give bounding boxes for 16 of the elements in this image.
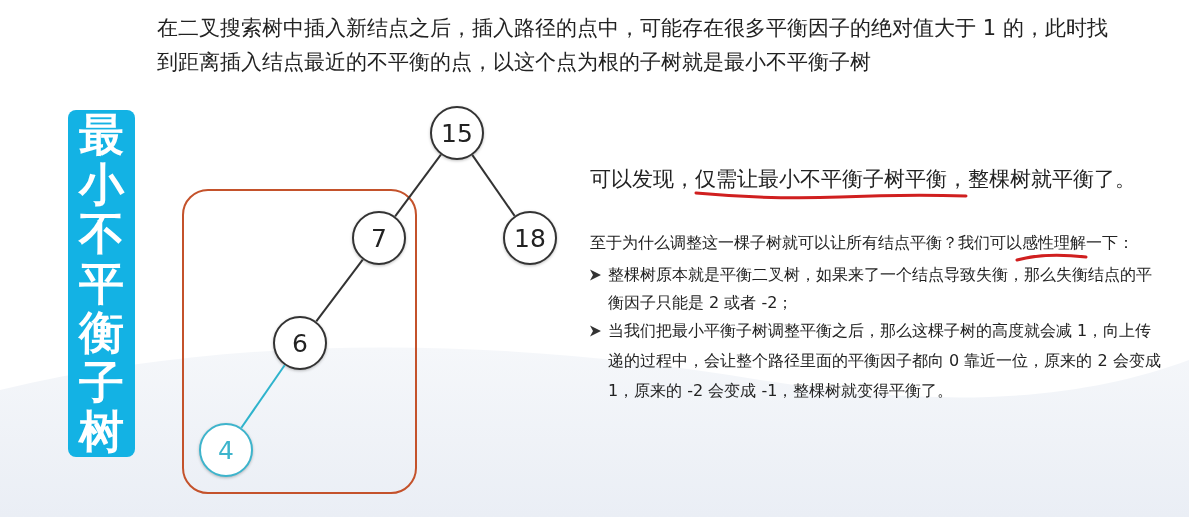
- vertical-title: 最小不平衡子树: [79, 110, 124, 457]
- tree-node: 7: [352, 211, 406, 265]
- intro-paragraph: 在二叉搜索树中插入新结点之后，插入路径的点中，可能存在很多平衡因子的绝对值大于 1 的，此时找到距离插入结点最近的不平衡的点，以这个点为根的子树就是最小不平衡子树: [157, 15, 1109, 76]
- key-finding-text: 可以发现，仅需让最小不平衡子树平衡，整棵树就平衡了。: [590, 166, 1137, 193]
- tree-edge: [394, 153, 442, 218]
- bullet-point-text: 当我们把最小平衡子树调整平衡之后，那么这棵子树的高度就会减 1，向上传递的过程中，会让整个路径里面的平衡因子都向 0 靠近一位，原来的 2 会变成 1，原来的 -2 会变成 -1，整棵树就变得平衡了。: [608, 320, 1162, 402]
- tree-edge: [315, 258, 364, 323]
- title-band: [68, 110, 135, 457]
- bullet-point-text: 整棵树原本就是平衡二叉树，如果来了一个结点导致失衡，那么失衡结点的平衡因子只能是 2 或者 -2；: [608, 264, 1153, 314]
- tree-node: 6: [273, 316, 327, 370]
- tree-edge: [471, 154, 516, 217]
- tree-node: 15: [430, 106, 484, 160]
- subtree-frame: [182, 189, 417, 494]
- explanation-lead: 至于为什么调整这一棵子树就可以让所有结点平衡？我们可以感性理解一下：: [590, 232, 1135, 254]
- tree-node: 18: [503, 211, 557, 265]
- tree-edge: [240, 364, 286, 429]
